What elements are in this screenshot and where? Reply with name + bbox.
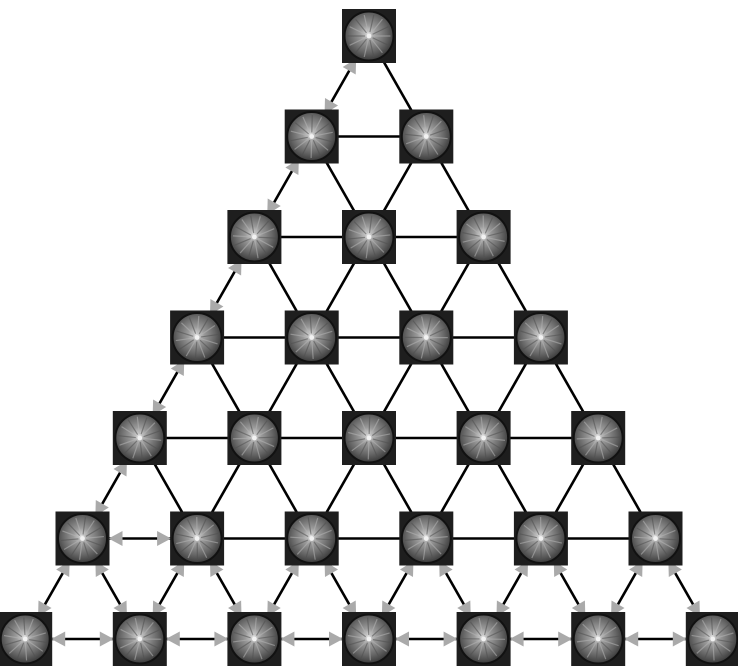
arrowhead bbox=[395, 632, 409, 647]
lattice-node-bead-icon bbox=[342, 210, 396, 264]
lattice-node-bead-icon bbox=[686, 612, 738, 666]
lattice-node-bead-icon bbox=[227, 411, 281, 465]
lattice-node-bead-icon bbox=[629, 512, 683, 566]
lattice-node-bead-icon bbox=[571, 411, 625, 465]
arrowhead bbox=[109, 531, 123, 546]
lattice-node-bead-icon bbox=[514, 512, 568, 566]
lattice-node-bead-icon bbox=[399, 512, 453, 566]
lattice-node-bead-icon bbox=[457, 411, 511, 465]
arrowhead bbox=[280, 632, 294, 647]
lattice-node-bead-icon bbox=[285, 512, 339, 566]
arrowhead bbox=[51, 632, 65, 647]
arrowhead bbox=[624, 632, 638, 647]
lattice-node-bead-icon bbox=[342, 411, 396, 465]
lattice-node-bead-icon bbox=[457, 612, 511, 666]
arrowhead bbox=[510, 632, 524, 647]
lattice-node-bead-icon bbox=[56, 512, 110, 566]
lattice-node-bead-icon bbox=[285, 110, 339, 164]
arrowhead bbox=[673, 632, 687, 647]
lattice-node-bead-icon bbox=[113, 612, 167, 666]
arrows-layer bbox=[38, 59, 700, 647]
lattice-node-bead-icon bbox=[113, 411, 167, 465]
lattice-node-bead-icon bbox=[170, 311, 224, 365]
lattice-node-bead-icon bbox=[399, 311, 453, 365]
lattice-node-bead-icon bbox=[342, 9, 396, 63]
lattice-node-bead-icon bbox=[227, 210, 281, 264]
lattice-node-bead-icon bbox=[0, 612, 52, 666]
lattice-node-bead-icon bbox=[227, 612, 281, 666]
lattice-node-bead-icon bbox=[514, 311, 568, 365]
arrowhead bbox=[329, 632, 343, 647]
lattice-node-bead-icon bbox=[571, 612, 625, 666]
edges-layer bbox=[25, 36, 713, 639]
lattice-node-bead-icon bbox=[342, 612, 396, 666]
lattice-node-bead-icon bbox=[399, 110, 453, 164]
arrowhead bbox=[214, 632, 228, 647]
arrowhead bbox=[157, 531, 171, 546]
arrowhead bbox=[558, 632, 572, 647]
lattice-node-bead-icon bbox=[285, 311, 339, 365]
arrowhead bbox=[100, 632, 114, 647]
lattice-node-bead-icon bbox=[170, 512, 224, 566]
lattice-node-bead-icon bbox=[457, 210, 511, 264]
arrowhead bbox=[166, 632, 180, 647]
arrowhead bbox=[444, 632, 458, 647]
